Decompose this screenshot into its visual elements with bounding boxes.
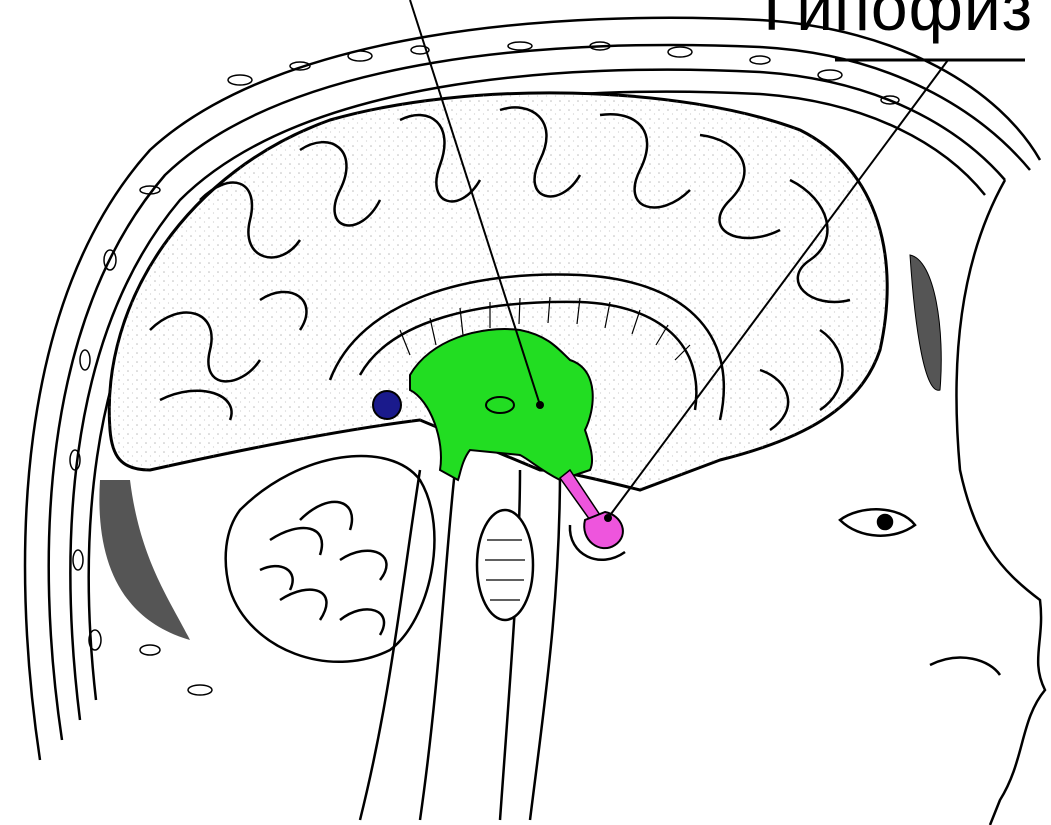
- pituitary-label: Гипофиз: [763, 0, 1033, 40]
- frontal-sinus: [910, 255, 941, 390]
- cerebellum: [226, 456, 435, 662]
- pituitary-pointer-dot: [604, 514, 612, 522]
- transverse-sinus: [99, 480, 190, 640]
- pineal-gland: [373, 391, 401, 419]
- hypothalamus-pointer-dot: [536, 401, 544, 409]
